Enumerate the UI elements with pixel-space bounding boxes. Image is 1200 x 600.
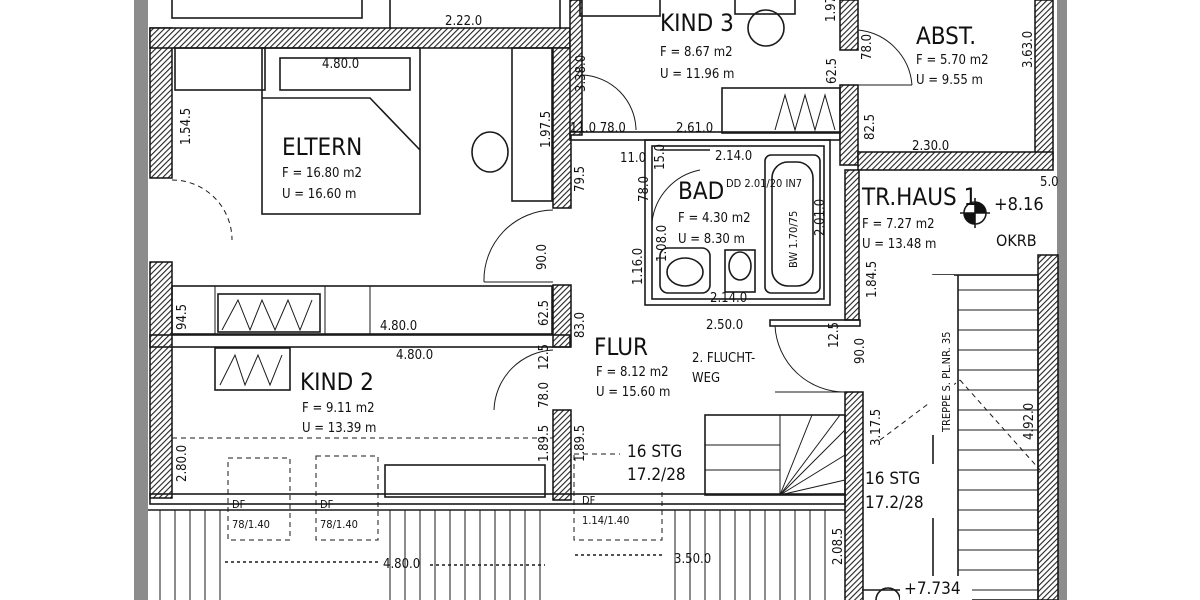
dim-3-17-5: 3.17.5	[869, 409, 884, 446]
dim-2-01: 2.01.0	[813, 199, 828, 236]
dim-94-5: 94.5	[175, 304, 190, 330]
dim-5-0: 5.0	[1040, 175, 1059, 190]
treppe-label: TREPPE S. PL.NR. 35	[940, 332, 953, 433]
dim-2-30: 2.30.0	[912, 139, 949, 154]
stair1-ratio: 17.2/28	[627, 465, 686, 485]
left-frame-bar	[134, 0, 148, 600]
dim-83: 83.0	[573, 312, 588, 338]
skylight-3-label: DF	[582, 494, 596, 507]
walls	[149, 0, 1059, 600]
dim-1-89-5b: 1.89.5	[573, 425, 588, 462]
dim-4-80-mid: 4.80.0	[380, 319, 417, 334]
dim-4-92: 4.92.0	[1022, 403, 1037, 440]
room-name-kind2: KIND 2	[300, 368, 374, 396]
dim-2-14-top: 2.14.0	[715, 149, 752, 164]
bottom-level: +7.734	[904, 579, 961, 599]
room-perimeter-kind2: U = 13.39 m	[302, 421, 376, 436]
dim-1-84-5: 1.84.5	[865, 261, 880, 298]
room-area-trhaus: F = 7.27 m2	[862, 217, 935, 232]
room-perimeter-bad: U = 8.30 m	[678, 232, 745, 247]
level-trhaus: +8.16	[994, 194, 1044, 215]
dim-2-80: 2.80.0	[175, 445, 190, 482]
skylight-2-size: 78/1.40	[320, 518, 358, 531]
room-area-abst: F = 5.70 m2	[916, 53, 989, 68]
skylight-3	[573, 453, 663, 541]
stair-labels: 16 STG 17.2/28 16 STG 17.2/28 TREPPE S. …	[620, 275, 972, 600]
dim-2-08-5: 2.08.5	[831, 528, 846, 565]
dim-1-89-5a: 1.89.5	[537, 425, 552, 462]
left-frame	[0, 0, 135, 600]
dim-4-80-bot: 4.80.0	[383, 557, 420, 572]
dim-3-63: 3.63.0	[1021, 31, 1036, 68]
dim-90-flur: 90.0	[853, 338, 868, 364]
dim-11: 11.0	[620, 151, 646, 166]
room-name-abst: ABST.	[916, 22, 976, 50]
dim-15: 15.0	[653, 144, 668, 170]
dim-1-97-5: 1.97.5	[539, 111, 554, 148]
room-perimeter-abst: U = 9.55 m	[916, 73, 983, 88]
dim-1-54-5: 1.54.5	[179, 108, 194, 145]
dim-2-61: 2.61.0	[676, 121, 713, 136]
dim-82-5: 82.5	[863, 114, 878, 140]
room-name-eltern: ELTERN	[282, 133, 362, 161]
bathtub-label: BW 1.70/75	[787, 211, 800, 268]
stair2-steps: 16 STG	[865, 469, 920, 489]
balcony-railing	[148, 509, 845, 600]
dim-3-50: 3.50.0	[674, 552, 711, 567]
dim-78-kind2: 78.0	[537, 382, 552, 408]
escape-route-line1: 2. FLUCHT-	[692, 351, 755, 366]
dim-1-08: 1.08.0	[655, 225, 670, 262]
room-perimeter-eltern: U = 16.60 m	[282, 187, 356, 202]
room-perimeter-flur: U = 15.60 m	[596, 385, 670, 400]
dim-79-5: 79.5	[573, 166, 588, 192]
level-note-trhaus: OKRB	[996, 231, 1037, 250]
room-area-flur: F = 8.12 m2	[596, 365, 669, 380]
dim-3-38: 3.38.0	[574, 55, 589, 92]
dim-2-14-bot: 2.14.0	[710, 291, 747, 306]
stair-treads-right	[958, 289, 1038, 591]
room-labels: KIND 3 F = 8.67 m2 U = 11.96 m ABST. F =…	[282, 9, 1044, 436]
room-area-eltern: F = 16.80 m2	[282, 166, 362, 181]
room-area-bad: F = 4.30 m2	[678, 211, 751, 226]
skylight-1	[227, 457, 291, 541]
dim-11-78: 11.0 78.0	[570, 121, 626, 136]
room-name-bad: BAD	[678, 177, 724, 205]
dim-78-bad: 78.0	[637, 176, 652, 202]
dim-1-97: 1.97	[824, 0, 839, 22]
room-perimeter-kind3: U = 11.96 m	[660, 67, 734, 82]
dim-90-0: 90.0	[535, 244, 550, 270]
room-name-flur: FLUR	[594, 333, 648, 361]
right-frame-bar	[1057, 0, 1067, 600]
dimension-labels: 2.22.0 4.80.0 1.54.5 3.38.0 1.97.5 1.97 …	[175, 0, 1059, 572]
room-name-kind3: KIND 3	[660, 9, 734, 37]
skylight-1-size: 78/1.40	[232, 518, 270, 531]
stair2-ratio: 17.2/28	[865, 493, 924, 513]
dim-78-top: 78.0	[860, 34, 875, 60]
skylight-2-label: DF	[320, 498, 334, 511]
room-name-trhaus: TR.HAUS 1	[861, 183, 977, 211]
dim-2-22: 2.22.0	[445, 14, 482, 29]
dim-4-80-top: 4.80.0	[322, 57, 359, 72]
room-note-bad: DD 2.01/20 IN7	[726, 177, 802, 190]
dim-12-5b: 12.5	[537, 344, 552, 370]
dim-1-16: 1.16.0	[631, 248, 646, 285]
dim-2-50: 2.50.0	[706, 318, 743, 333]
escape-route-line2: WEG	[692, 371, 720, 386]
skylight-1-label: DF	[232, 498, 246, 511]
dim-12-5: 12.5	[827, 322, 842, 348]
right-frame	[1067, 0, 1200, 600]
skylight-2	[315, 455, 379, 541]
stair1-steps: 16 STG	[627, 442, 682, 462]
dim-62-5-mid: 62.5	[537, 300, 552, 326]
dim-62-5-top: 62.5	[825, 58, 840, 84]
room-area-kind2: F = 9.11 m2	[302, 401, 375, 416]
dim-4-80-kind2: 4.80.0	[396, 348, 433, 363]
skylight-labels: DF 78/1.40 DF 78/1.40 DF 1.14/1.40	[232, 494, 629, 531]
skylight-3-size: 1.14/1.40	[582, 514, 629, 527]
room-area-kind3: F = 8.67 m2	[660, 45, 733, 60]
room-perimeter-trhaus: U = 13.48 m	[862, 237, 936, 252]
furniture	[148, 0, 1041, 600]
